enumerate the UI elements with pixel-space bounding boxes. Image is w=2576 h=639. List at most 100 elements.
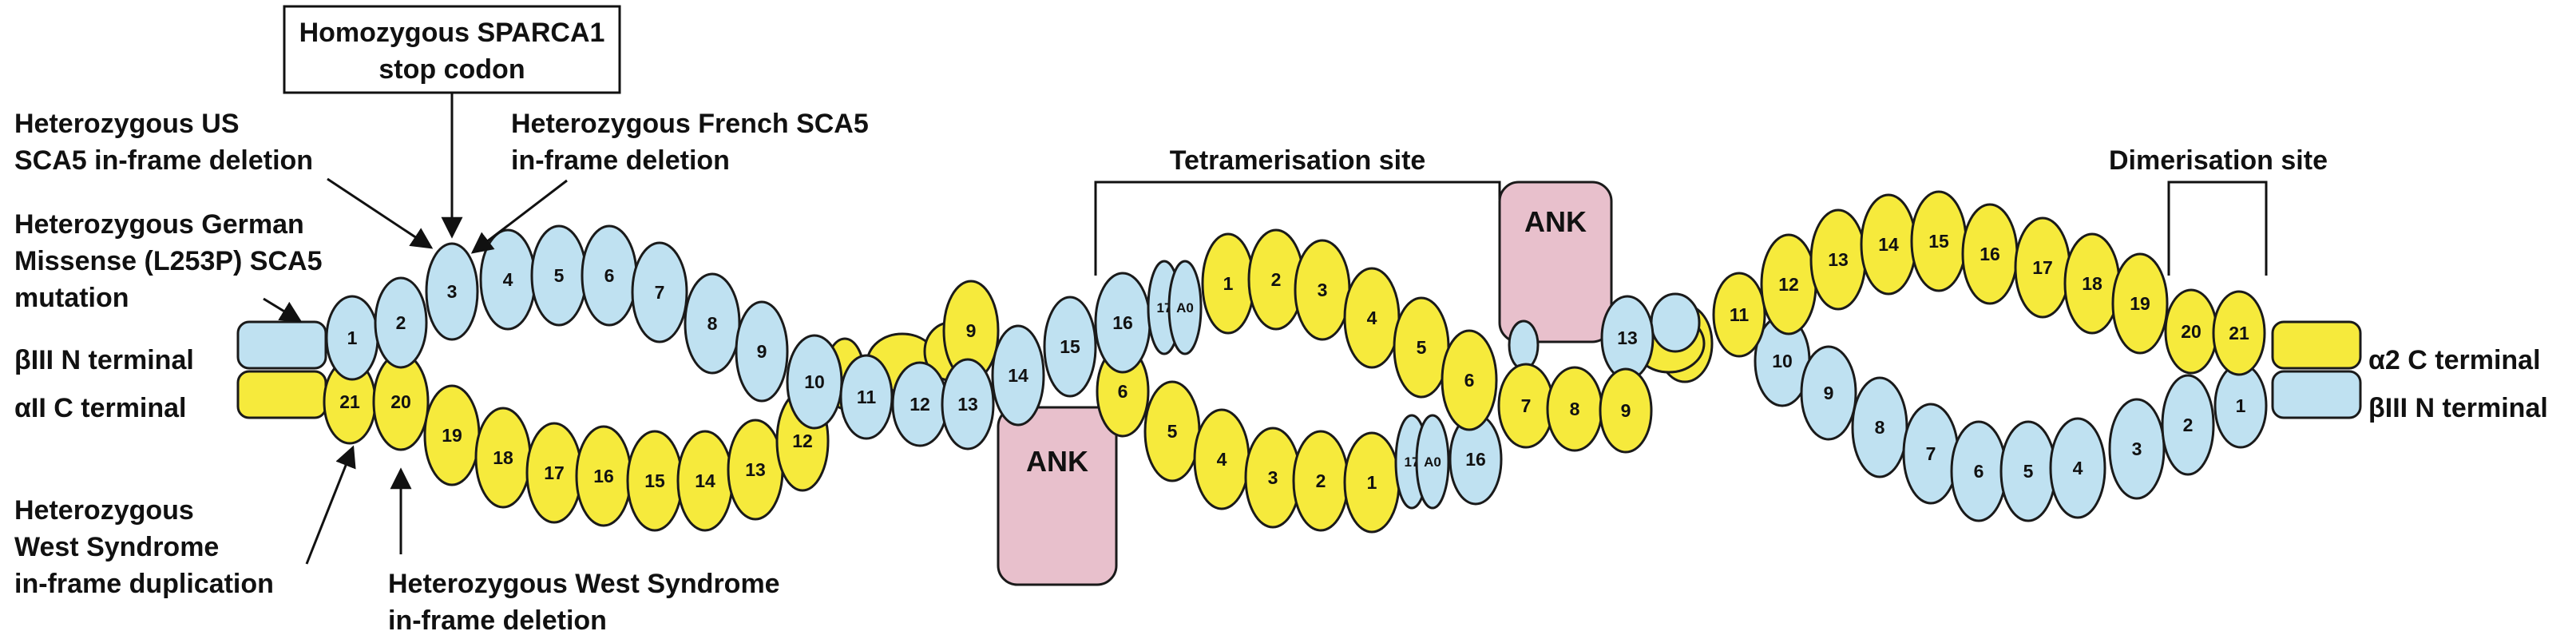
segment-label: A0 bbox=[1176, 300, 1194, 316]
segment-label: 3 bbox=[1268, 467, 1278, 488]
right-alpha-terminal-label: α2 C terminal bbox=[2368, 345, 2541, 375]
segment-right-alpha-4: 4 bbox=[1343, 267, 1401, 369]
segment-ellipse bbox=[991, 324, 1045, 427]
segment-label: 7 bbox=[655, 282, 665, 303]
left-terminal-caps bbox=[236, 320, 327, 419]
segment-label: 2 bbox=[2183, 415, 2194, 435]
segment-left-alpha-13: 13 bbox=[727, 419, 784, 521]
segment-right-beta-16: 16 bbox=[1449, 413, 1503, 506]
west-del-line1: Heterozygous West Syndrome bbox=[388, 569, 780, 599]
french-label-line1: Heterozygous French SCA5 bbox=[511, 109, 869, 139]
segment-label: 19 bbox=[2130, 293, 2150, 314]
segment-ellipse bbox=[1043, 296, 1097, 398]
segment-label: 2 bbox=[396, 312, 406, 333]
segment-right-alpha-15: 15 bbox=[1910, 190, 1968, 292]
annotation-arrows bbox=[263, 93, 568, 565]
segment-left-beta-16: 16 bbox=[1094, 272, 1151, 374]
segment-label: 15 bbox=[1060, 336, 1080, 357]
segment-right-alpha-12: 12 bbox=[1760, 233, 1817, 335]
segment-left-beta-10: 10 bbox=[786, 334, 843, 430]
left-beta-terminal-label: βIII N terminal bbox=[14, 345, 194, 375]
segment-left-alpha-19: 19 bbox=[423, 384, 481, 486]
segment-label: 1 bbox=[347, 327, 358, 348]
segment-ellipse bbox=[941, 358, 995, 450]
segment-left-beta-9: 9 bbox=[735, 300, 789, 403]
segment-ellipse bbox=[425, 242, 479, 341]
segment-right-alpha-14: 14 bbox=[1860, 193, 1917, 296]
segment-label: 9 bbox=[1824, 383, 1834, 403]
segment-label: 3 bbox=[447, 281, 458, 302]
segment-left-alpha-1: 1 bbox=[1343, 431, 1401, 534]
segment-right-beta-6: 6 bbox=[1950, 420, 2007, 522]
segment-left-beta-3: 3 bbox=[425, 242, 479, 341]
segment-label: 20 bbox=[2181, 321, 2201, 342]
segment-left-alpha-17: 17 bbox=[525, 422, 583, 524]
segment-left-alpha-9: 9 bbox=[942, 280, 1000, 382]
west-dup-line1: Heterozygous bbox=[14, 495, 194, 526]
segment-right-beta-2: 2 bbox=[2161, 374, 2215, 476]
us-label-line2: SCA5 in-frame deletion bbox=[14, 145, 313, 176]
segment-label: 7 bbox=[1926, 443, 1936, 464]
ank-bottom-label: ANK bbox=[1026, 445, 1088, 478]
segment-label: 1 bbox=[1367, 472, 1377, 493]
filler-segment bbox=[1650, 292, 1701, 353]
segment-left-alpha-15: 15 bbox=[626, 430, 684, 532]
segment-ellipse bbox=[2111, 252, 2169, 355]
segment-label: 20 bbox=[390, 391, 411, 412]
segment-label: 17 bbox=[2032, 257, 2053, 278]
segment-label: 13 bbox=[957, 394, 978, 415]
segment-label: 2 bbox=[1271, 269, 1282, 290]
segment-label: 3 bbox=[1318, 280, 1328, 300]
sparca1-line1: Homozygous SPARCA1 bbox=[299, 18, 605, 48]
segment-right-beta-13: 13 bbox=[1600, 295, 1655, 381]
french-label-line2: in-frame deletion bbox=[511, 145, 730, 176]
segment-left-beta-14: 14 bbox=[991, 324, 1045, 427]
segment-label: 7 bbox=[1521, 395, 1532, 416]
segment-label: 16 bbox=[1465, 449, 1486, 470]
segment-left-alpha-14: 14 bbox=[676, 430, 734, 532]
segment-label: 13 bbox=[1617, 327, 1638, 348]
segment-label: 5 bbox=[2023, 461, 2034, 482]
segment-label: 6 bbox=[1464, 370, 1475, 391]
ank-top-label: ANK bbox=[1524, 205, 1587, 238]
segment-left-beta-11: 11 bbox=[839, 354, 894, 440]
segment-right-alpha-20: 20 bbox=[2164, 288, 2218, 375]
segment-label: 10 bbox=[1772, 351, 1793, 371]
segment-label: 11 bbox=[857, 387, 877, 407]
segment-ellipse bbox=[1599, 367, 1653, 454]
segment-right-alpha-9: 9 bbox=[1599, 367, 1653, 454]
segment-left-alpha-3: 3 bbox=[1244, 427, 1302, 529]
segment-label: 16 bbox=[593, 466, 614, 486]
segment-label: 18 bbox=[493, 447, 513, 468]
segment-ellipse bbox=[1712, 272, 1766, 358]
segment-label: 8 bbox=[1875, 417, 1885, 438]
segment-label: 8 bbox=[707, 313, 718, 334]
segment-label: 4 bbox=[2073, 458, 2083, 478]
segment-label: 18 bbox=[2082, 273, 2102, 294]
segment-ellipse bbox=[1415, 414, 1450, 510]
segment-right-alpha-7: 7 bbox=[1497, 363, 1555, 449]
dimerisation-label: Dimerisation site bbox=[2109, 145, 2328, 176]
segment-right-alpha-8: 8 bbox=[1546, 366, 1603, 452]
segment-right-alpha-2: 2 bbox=[1247, 228, 1305, 331]
segment-label: 15 bbox=[1928, 231, 1949, 252]
segment-right-alpha-1: 1 bbox=[1201, 232, 1255, 335]
segment-label: 10 bbox=[804, 371, 825, 392]
segment-label: 1 bbox=[2236, 395, 2246, 416]
segment-label: 5 bbox=[554, 265, 565, 286]
right-terminal-caps bbox=[2271, 320, 2362, 419]
right-beta-terminal-label: βIII N terminal bbox=[2368, 393, 2548, 423]
segment-left-beta-6: 6 bbox=[581, 224, 638, 327]
west-dup-line2: West Syndrome bbox=[14, 532, 219, 562]
segment-ellipse bbox=[1167, 260, 1203, 355]
segment-right-beta-7: 7 bbox=[1902, 403, 1960, 505]
segment-label: 12 bbox=[910, 394, 930, 415]
segment-label: 15 bbox=[644, 470, 665, 491]
segment-label: 3 bbox=[2132, 439, 2142, 459]
segment-right-beta-1: 1 bbox=[2213, 363, 2268, 449]
segment-right-beta-a0: A0 bbox=[1415, 414, 1450, 510]
segment-label: 4 bbox=[1217, 449, 1227, 470]
segment-left-beta-2: 2 bbox=[374, 276, 428, 369]
segment-label: 5 bbox=[1167, 421, 1178, 442]
